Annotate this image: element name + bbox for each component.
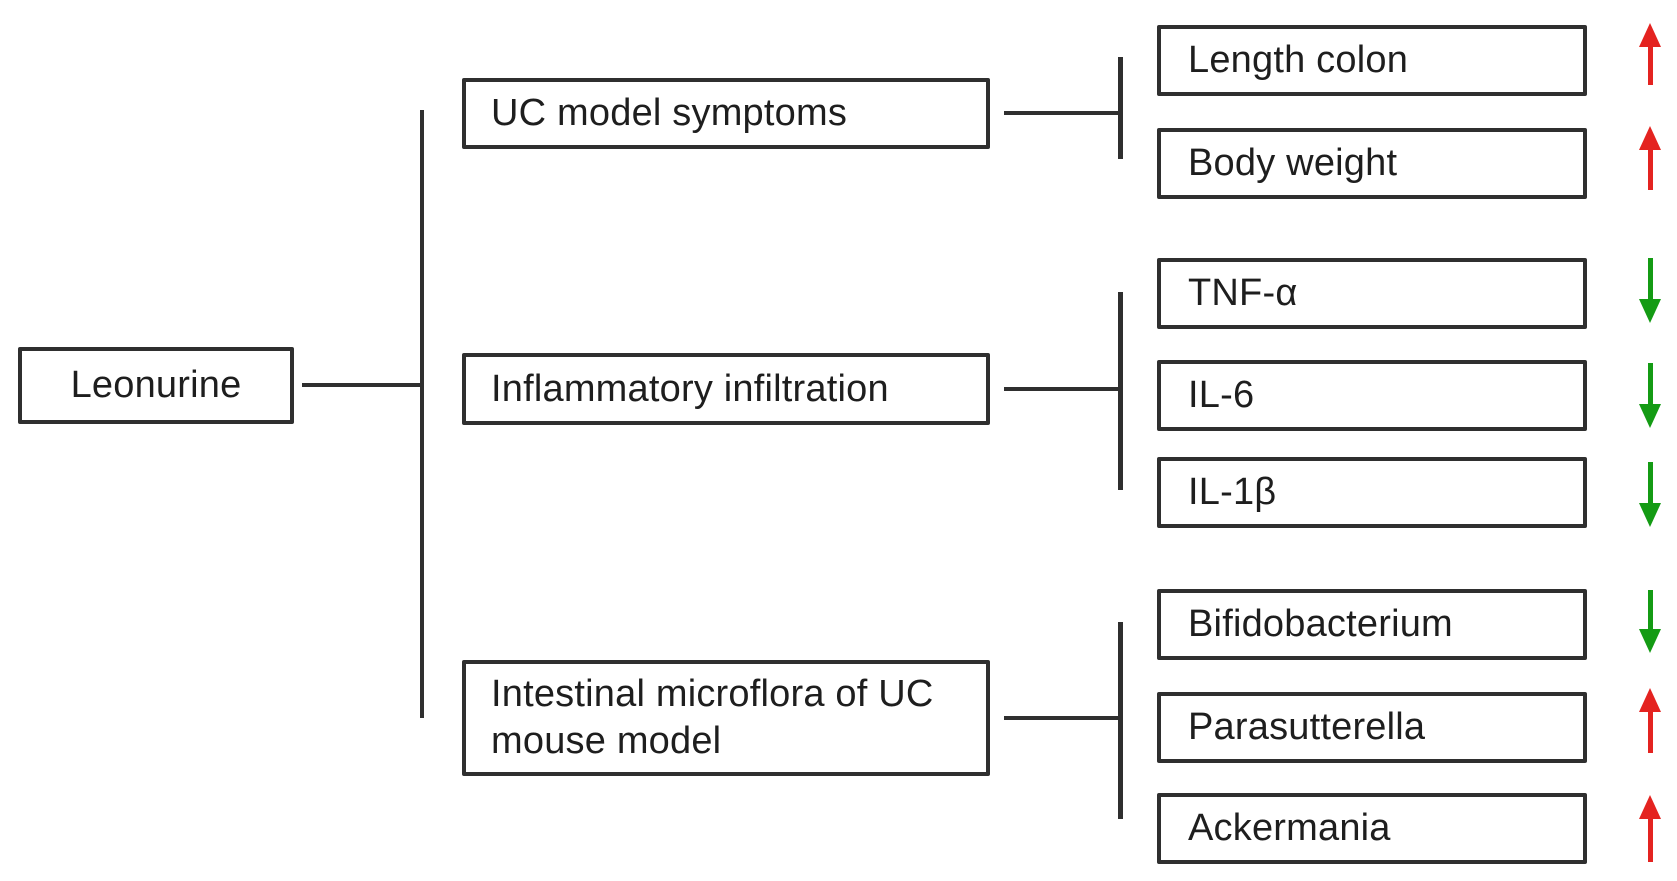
node-il-1beta-label: IL-1β: [1188, 471, 1277, 513]
branch-line-inflammation: [1004, 387, 1121, 391]
node-intestinal-microflora: Intestinal microflora of UC mouse model: [462, 660, 990, 776]
tbar-inflammation: [1118, 292, 1123, 490]
node-parasutterella-label: Parasutterella: [1188, 706, 1426, 748]
down-arrow-icon: [1637, 363, 1663, 428]
branch-line-microflora: [1004, 716, 1121, 720]
arrow-shaft: [1647, 150, 1653, 190]
arrow-shaft: [1647, 258, 1653, 299]
node-length-colon-label: Length colon: [1188, 39, 1409, 81]
arrow-head: [1639, 23, 1661, 47]
arrow-shaft: [1647, 819, 1653, 862]
arrow-shaft: [1647, 712, 1653, 753]
node-bifidobacterium: Bifidobacterium: [1157, 589, 1587, 660]
node-uc-model-symptoms: UC model symptoms: [462, 78, 990, 149]
node-ackermania: Ackermania: [1157, 793, 1587, 864]
arrow-head: [1639, 795, 1661, 819]
node-il-1beta: IL-1β: [1157, 457, 1587, 528]
node-leonurine-label: Leonurine: [70, 364, 242, 406]
arrow-shaft: [1647, 590, 1653, 629]
arrow-shaft: [1647, 462, 1653, 503]
node-il-6: IL-6: [1157, 360, 1587, 431]
node-leonurine: Leonurine: [18, 347, 294, 424]
down-arrow-icon: [1637, 462, 1663, 527]
arrow-shaft: [1647, 47, 1653, 85]
node-bifidobacterium-label: Bifidobacterium: [1188, 603, 1453, 645]
down-arrow-icon: [1637, 258, 1663, 323]
up-arrow-icon: [1637, 126, 1663, 190]
branch-line-symptoms: [1004, 111, 1121, 115]
node-inflammatory-infiltration-label: Inflammatory infiltration: [491, 367, 889, 410]
arrow-head: [1639, 404, 1661, 428]
arrow-shaft: [1647, 363, 1653, 404]
node-inflammatory-infiltration: Inflammatory infiltration: [462, 353, 990, 425]
node-parasutterella: Parasutterella: [1157, 692, 1587, 763]
down-arrow-icon: [1637, 590, 1663, 653]
node-ackermania-label: Ackermania: [1188, 807, 1391, 849]
node-body-weight: Body weight: [1157, 128, 1587, 199]
arrow-head: [1639, 503, 1661, 527]
up-arrow-icon: [1637, 795, 1663, 862]
node-il-6-label: IL-6: [1188, 374, 1255, 416]
trunk-line: [420, 110, 424, 718]
node-uc-model-symptoms-label: UC model symptoms: [491, 92, 848, 134]
node-tnf-alpha-label: TNF-α: [1188, 272, 1298, 314]
tbar-microflora: [1118, 622, 1123, 819]
node-body-weight-label: Body weight: [1188, 142, 1398, 184]
arrow-head: [1639, 688, 1661, 712]
arrow-head: [1639, 299, 1661, 323]
node-tnf-alpha: TNF-α: [1157, 258, 1587, 329]
up-arrow-icon: [1637, 688, 1663, 753]
tbar-symptoms: [1118, 57, 1123, 159]
arrow-head: [1639, 629, 1661, 653]
arrow-head: [1639, 126, 1661, 150]
node-intestinal-microflora-label: Intestinal microflora of UC mouse model: [491, 672, 934, 763]
connector-root-to-trunk: [302, 383, 422, 387]
node-length-colon: Length colon: [1157, 25, 1587, 96]
up-arrow-icon: [1637, 23, 1663, 85]
